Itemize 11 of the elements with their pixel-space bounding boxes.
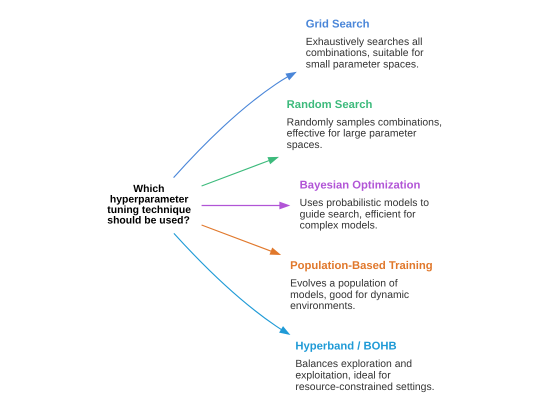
arrow: [201, 156, 280, 187]
node-text: Which hyperparameter tuning technique should be used?: [107, 184, 192, 226]
arrow: [173, 72, 297, 178]
node-text: Grid Search Exhaustively searches all combinations, suitable for small parameter spaces.: [306, 18, 424, 70]
node-text: Population-Based Training Evolves a population of models, good for dynamic environments.: [290, 260, 433, 312]
node-text: Hyperband / BOHB Balances exploration and exploitation, ideal for resource-constrained settings.: [295, 340, 435, 393]
arrow: [174, 232, 290, 336]
node-text: Bayesian Optimization Uses probabilistic models to guide search, efficient for complex models.: [300, 180, 430, 232]
node-text: Random Search Randomly samples combinations, effective for large parameter spaces.: [286, 98, 442, 151]
arrow: [202, 202, 290, 210]
arrow: [201, 224, 282, 255]
